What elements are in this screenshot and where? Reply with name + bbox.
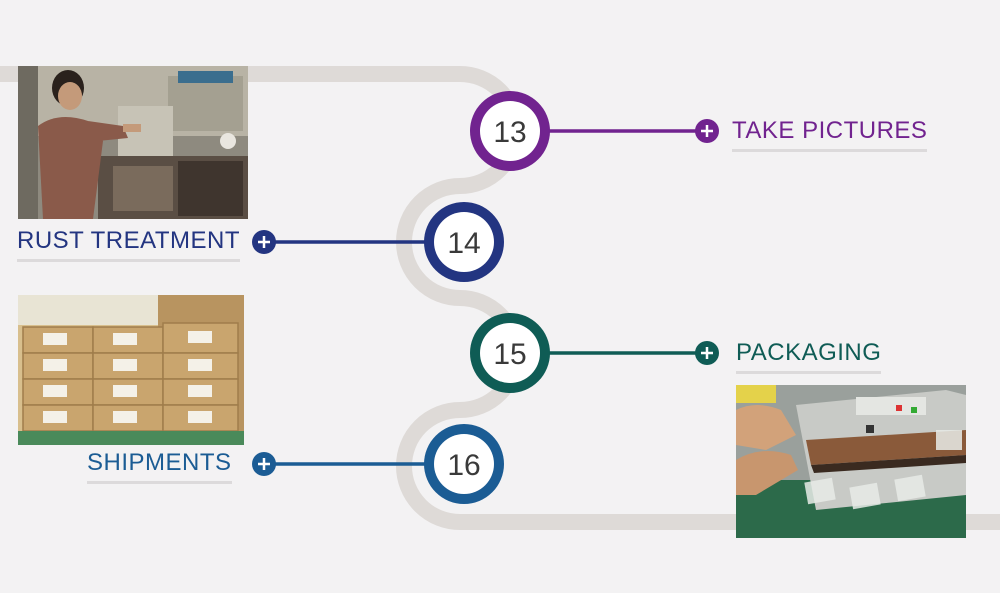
step-16-number: 16	[447, 449, 480, 482]
step-14-label: RUST TREATMENT	[17, 227, 241, 262]
step-13-number: 13	[493, 116, 526, 149]
step-16-circle: 16	[424, 424, 504, 504]
plus-icon[interactable]	[695, 119, 719, 143]
step-15-circle: 15	[470, 313, 550, 393]
step-13-circle: 13	[470, 91, 550, 171]
step-15-label: PACKAGING	[736, 339, 882, 374]
bag-sealing-machine-photo	[736, 385, 966, 538]
step-14-number: 14	[447, 227, 480, 260]
step-16-label: SHIPMENTS	[87, 449, 232, 484]
step-15-number: 15	[493, 338, 526, 371]
step-14-circle: 14	[424, 202, 504, 282]
plus-icon[interactable]	[695, 341, 719, 365]
worker-at-machine-photo	[18, 66, 248, 219]
stacked-cardboard-boxes-photo	[18, 295, 244, 445]
step-13-label: TAKE PICTURES	[732, 117, 928, 152]
plus-icon[interactable]	[252, 230, 276, 254]
plus-icon[interactable]	[252, 452, 276, 476]
